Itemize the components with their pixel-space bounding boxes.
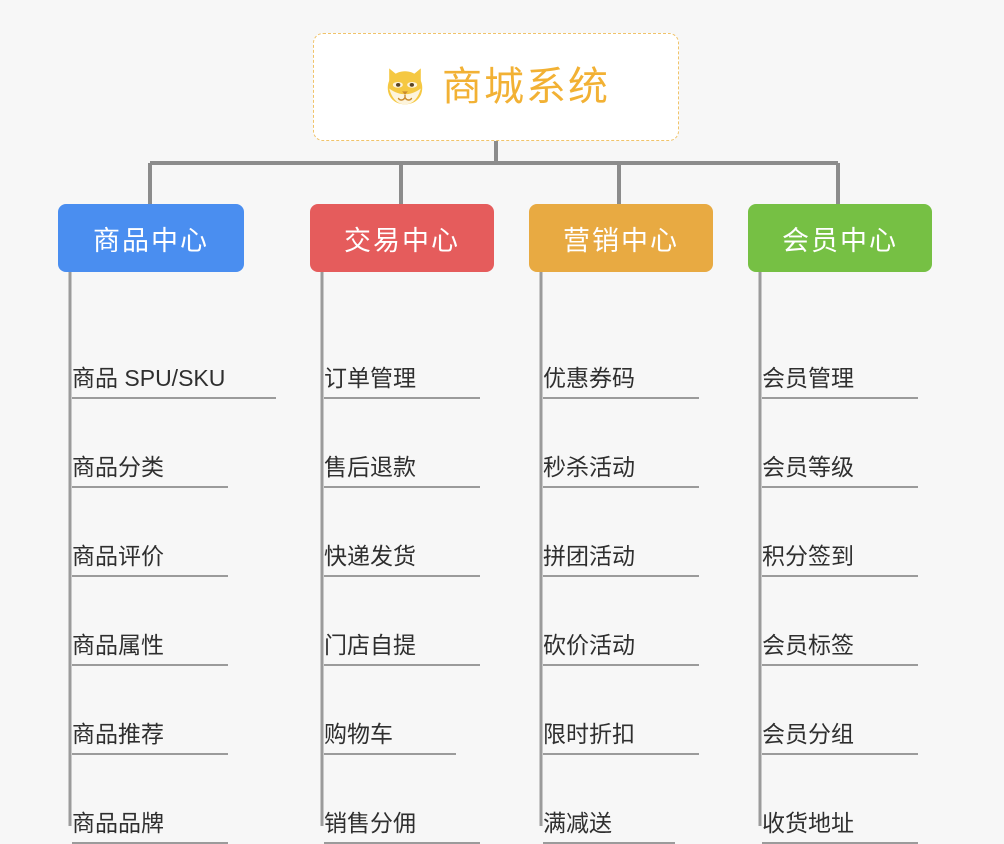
leaf-item[interactable]: 会员等级: [762, 399, 918, 488]
leaf-label: 销售分佣: [324, 810, 416, 836]
leaf-item[interactable]: 购物车: [324, 666, 456, 755]
leaf-list-4: 会员管理 会员等级 积分签到 会员标签 会员分组 收货地址: [748, 310, 932, 844]
shiba-dog-face-icon: [387, 68, 423, 105]
branch-column-1: 商品中心 商品 SPU/SKU 商品分类 商品评价 商品属性 商品推荐 商品品牌: [58, 204, 276, 844]
leaf-list-3: 优惠券码 秒杀活动 拼团活动 砍价活动 限时折扣 满减送: [529, 310, 713, 844]
leaf-label: 限时折扣: [543, 721, 635, 747]
leaf-label: 商品 SPU/SKU: [72, 365, 226, 391]
leaf-item[interactable]: 积分签到: [762, 488, 918, 577]
leaf-item[interactable]: 商品分类: [72, 399, 228, 488]
leaf-label: 会员标签: [762, 632, 854, 658]
leaf-item[interactable]: 限时折扣: [543, 666, 699, 755]
leaf-label: 购物车: [324, 721, 393, 747]
category-box-1[interactable]: 商品中心: [58, 204, 244, 272]
leaf-label: 优惠券码: [543, 365, 635, 391]
branch-column-3: 营销中心 优惠券码 秒杀活动 拼团活动 砍价活动 限时折扣 满减送: [529, 204, 713, 844]
leaf-label: 积分签到: [762, 543, 854, 569]
root-title: 商城系统: [442, 65, 610, 109]
leaf-item[interactable]: 优惠券码: [543, 310, 699, 399]
category-label: 商品中心: [93, 225, 209, 256]
leaf-item[interactable]: 商品评价: [72, 488, 228, 577]
category-box-2[interactable]: 交易中心: [310, 204, 494, 272]
leaf-label: 商品属性: [72, 632, 164, 658]
category-label: 会员中心: [782, 225, 898, 256]
leaf-list-2: 订单管理 售后退款 快递发货 门店自提 购物车 销售分佣: [310, 310, 494, 844]
leaf-label: 会员管理: [762, 365, 854, 391]
leaf-item[interactable]: 满减送: [543, 755, 675, 844]
leaf-label: 满减送: [543, 810, 612, 836]
leaf-item[interactable]: 快递发货: [324, 488, 480, 577]
leaf-label: 秒杀活动: [543, 454, 635, 480]
leaf-item[interactable]: 商品属性: [72, 577, 228, 666]
leaf-item[interactable]: 门店自提: [324, 577, 480, 666]
leaf-item[interactable]: 商品 SPU/SKU: [72, 310, 276, 399]
leaf-label: 商品品牌: [72, 810, 164, 836]
leaf-label: 快递发货: [324, 543, 416, 569]
leaf-item[interactable]: 销售分佣: [324, 755, 480, 844]
leaf-item[interactable]: 会员标签: [762, 577, 918, 666]
leaf-label: 商品推荐: [72, 721, 164, 747]
branch-column-4: 会员中心 会员管理 会员等级 积分签到 会员标签 会员分组 收货地址: [748, 204, 932, 844]
leaf-label: 砍价活动: [543, 632, 635, 658]
category-label: 营销中心: [563, 225, 679, 256]
leaf-item[interactable]: 砍价活动: [543, 577, 699, 666]
leaf-item[interactable]: 会员分组: [762, 666, 918, 755]
leaf-label: 拼团活动: [543, 543, 635, 569]
leaf-item[interactable]: 拼团活动: [543, 488, 699, 577]
leaf-label: 商品分类: [72, 454, 164, 480]
category-box-3[interactable]: 营销中心: [529, 204, 713, 272]
root-node[interactable]: 商城系统: [313, 33, 679, 141]
leaf-item[interactable]: 收货地址: [762, 755, 918, 844]
leaf-item[interactable]: 会员管理: [762, 310, 918, 399]
leaf-label: 商品评价: [72, 543, 164, 569]
leaf-label: 订单管理: [324, 365, 416, 391]
leaf-item[interactable]: 商品品牌: [72, 755, 228, 844]
category-box-4[interactable]: 会员中心: [748, 204, 932, 272]
leaf-label: 门店自提: [324, 632, 416, 658]
leaf-label: 会员等级: [762, 454, 854, 480]
leaf-label: 收货地址: [762, 810, 854, 836]
category-label: 交易中心: [344, 225, 460, 256]
branch-column-2: 交易中心 订单管理 售后退款 快递发货 门店自提 购物车 销售分佣: [310, 204, 494, 844]
leaf-item[interactable]: 订单管理: [324, 310, 480, 399]
leaf-item[interactable]: 秒杀活动: [543, 399, 699, 488]
leaf-label: 会员分组: [762, 721, 854, 747]
leaf-label: 售后退款: [324, 454, 416, 480]
leaf-list-1: 商品 SPU/SKU 商品分类 商品评价 商品属性 商品推荐 商品品牌: [58, 310, 276, 844]
leaf-item[interactable]: 售后退款: [324, 399, 480, 488]
leaf-item[interactable]: 商品推荐: [72, 666, 228, 755]
